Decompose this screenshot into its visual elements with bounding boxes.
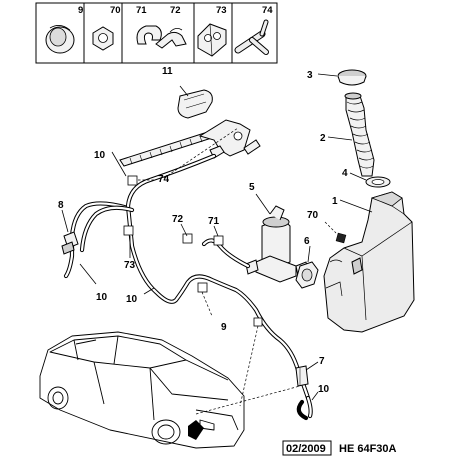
footer-date: 02/2009 [286,443,326,455]
callout-10-left: 10 [96,292,108,303]
callout-73: 73 [124,260,136,271]
hose-clip-icon [155,28,187,49]
hose-network [63,153,313,421]
callout-10-bottom: 10 [318,384,330,395]
hose-clips [123,175,263,327]
filler-cap-3 [317,69,367,86]
callout-8: 8 [58,200,64,211]
leader-lines [79,127,319,415]
tee-connector-icon [234,19,269,55]
footer: 02/2009 HE 64F30A [282,440,397,456]
callout-3: 3 [307,70,313,81]
callout-1: 1 [332,196,338,207]
callout-11: 11 [162,66,173,77]
car-illustration [39,331,245,449]
grommet-6 [295,245,319,289]
callout-72: 72 [172,214,184,225]
wiper-blade [119,119,261,167]
grommet-icon [45,25,75,54]
callout-labels: 3 11 2 10 74 4 1 5 8 72 71 70 6 73 10 10… [58,66,348,395]
header-strip: 9 70 71 72 73 74 [35,2,278,64]
callout-9: 9 [221,322,227,333]
header-ref-70: 70 [110,5,121,16]
double-holder-icon [197,23,227,57]
header-ref-9: 9 [78,5,83,16]
washer-pump-5 [245,193,309,283]
ring-seal-4 [349,172,391,188]
header-ref-72: 72 [170,5,181,16]
callout-10-mid: 10 [126,294,138,305]
callout-4: 4 [342,168,348,179]
clip-icon [136,25,162,45]
callout-70: 70 [307,210,319,221]
header-ref-74: 74 [262,5,273,16]
callout-74: 74 [158,174,170,185]
callout-7: 7 [319,356,325,367]
header-ref-71: 71 [136,5,147,16]
connector-7 [295,361,319,387]
filler-neck-2 [327,92,375,177]
nozzle-8 [61,209,79,255]
nut-70 [324,221,347,244]
callout-2: 2 [320,133,326,144]
washer-reservoir-1 [323,191,415,333]
nut-icon [92,26,114,51]
callout-6: 6 [304,236,310,247]
callout-5: 5 [249,182,255,193]
nozzle-cover-11 [177,85,213,119]
footer-code: HE 64F30A [339,443,397,455]
callout-71: 71 [208,216,220,227]
header-ref-73: 73 [216,5,227,16]
callout-10-top: 10 [94,150,106,161]
